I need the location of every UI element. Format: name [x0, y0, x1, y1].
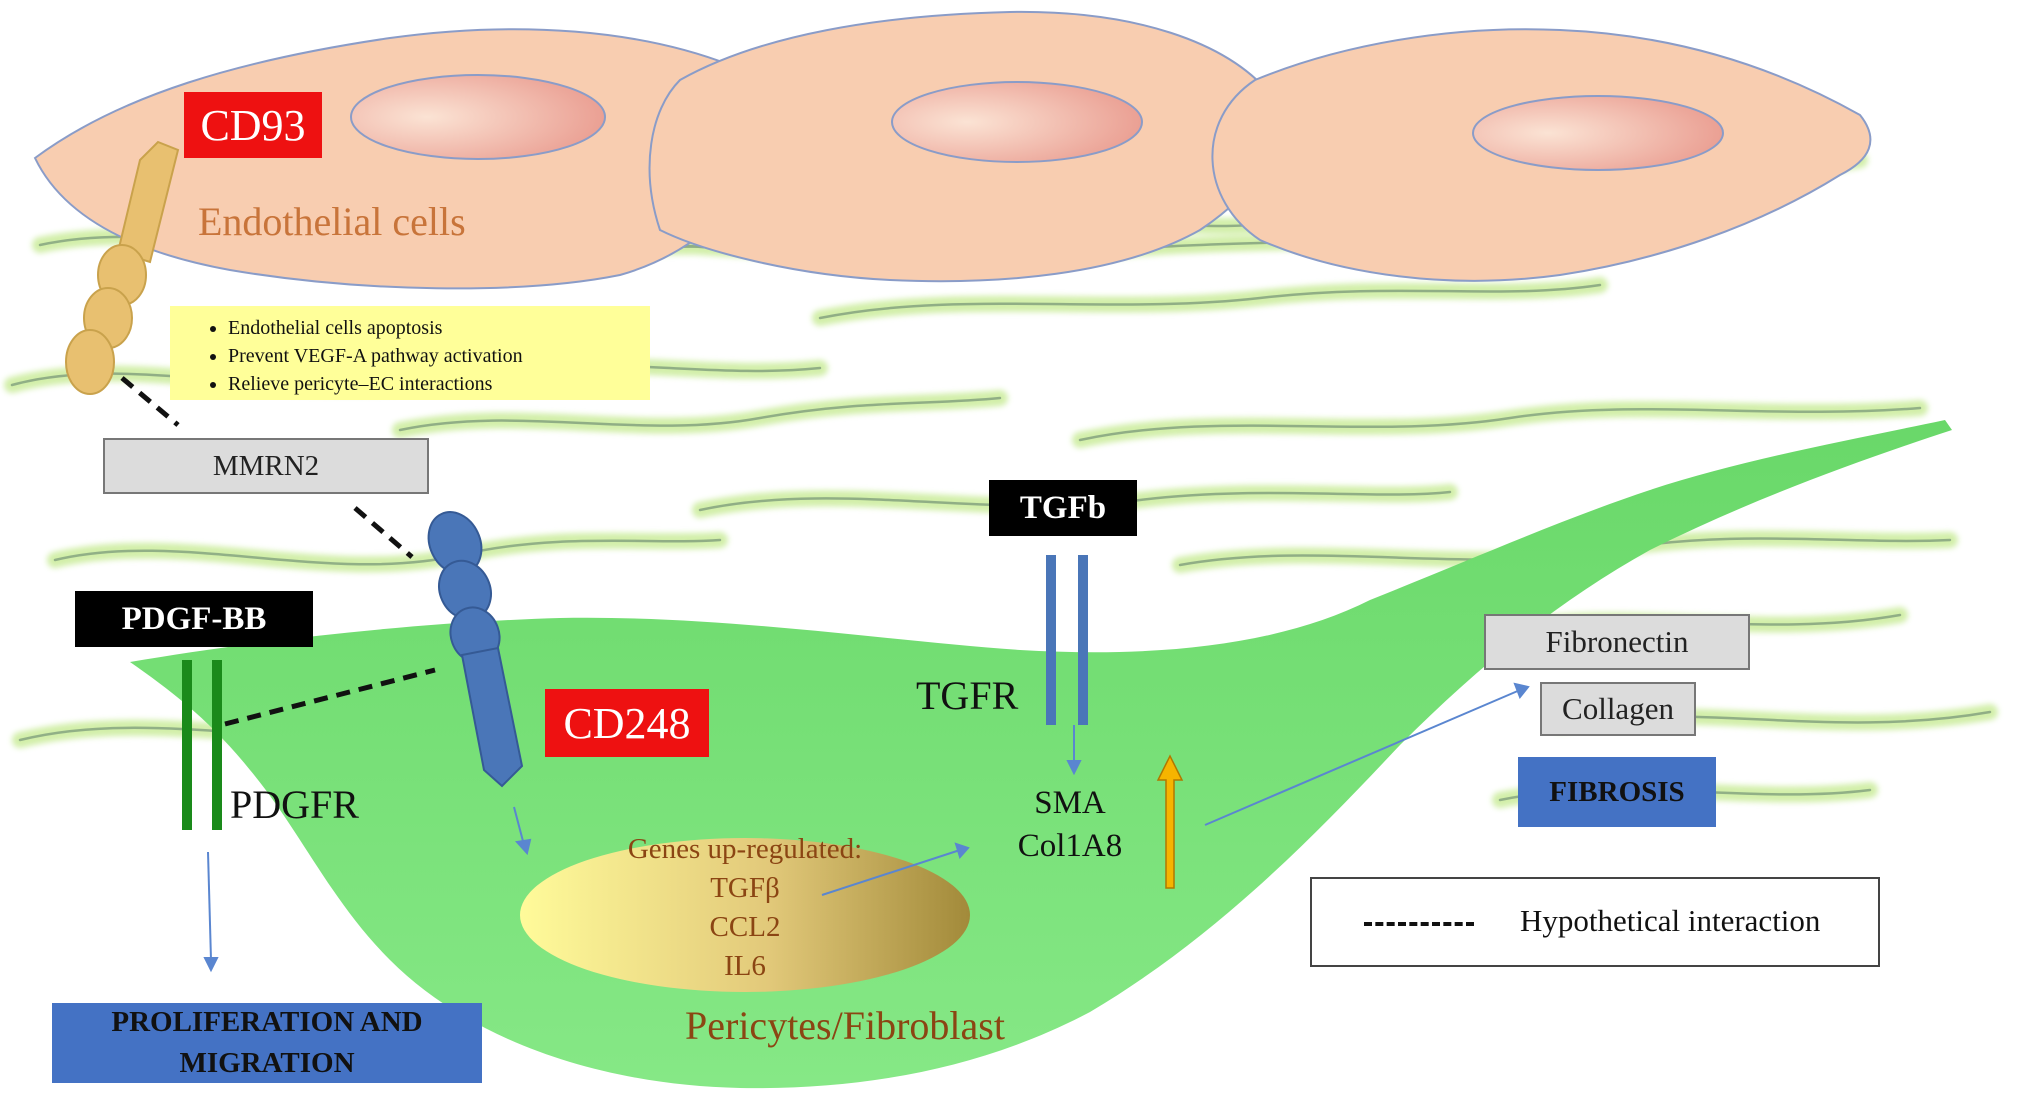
- proliferation-migration-label: PROLIFERATION AND MIGRATION: [52, 1003, 482, 1083]
- legend: Hypothetical interaction: [1310, 877, 1880, 967]
- tgfr-receptor: [1046, 555, 1088, 725]
- signaling-arrows: [203, 682, 1530, 973]
- pdgf-bb-label: PDGF-BB: [75, 591, 313, 647]
- fibrosis-label: FIBROSIS: [1518, 757, 1716, 827]
- upregulated-genes: Genes up-regulated: TGFβ CCL2 IL6: [555, 830, 935, 986]
- pdgfr-receptor: [182, 660, 222, 830]
- effect-item: Prevent VEGF-A pathway activation: [228, 342, 650, 370]
- mmrn2-label: MMRN2: [103, 438, 429, 494]
- fibronectin-label: Fibronectin: [1484, 614, 1750, 670]
- marker-item: Col1A8: [1017, 828, 1123, 864]
- cd93-effects-list: Endothelial cells apoptosis Prevent VEGF…: [170, 306, 650, 400]
- nucleus-3: [1472, 95, 1724, 171]
- effect-item: Endothelial cells apoptosis: [228, 314, 650, 342]
- nucleus-1: [350, 74, 606, 160]
- legend-label: Hypothetical interaction: [1520, 903, 1821, 938]
- nucleus-2: [891, 81, 1143, 163]
- fibrotic-markers: SMA Col1A8: [985, 782, 1155, 868]
- cd93-receptor: [65, 140, 180, 395]
- marker-item: SMA: [1034, 785, 1106, 821]
- collagen-label: Collagen: [1540, 682, 1696, 736]
- effect-item: Relieve pericyte–EC interactions: [228, 370, 650, 398]
- tgfb-label: TGFb: [989, 480, 1137, 536]
- cd248-label: CD248: [545, 689, 709, 757]
- pdgfr-label: PDGFR: [230, 782, 359, 827]
- upregulation-arrow: [1156, 754, 1184, 889]
- genes-title: Genes up-regulated:: [627, 833, 863, 865]
- tgfr-label: TGFR: [916, 673, 1019, 718]
- gene-nucleus: [520, 838, 970, 992]
- gene-item: IL6: [724, 950, 766, 982]
- gene-item: TGFβ: [710, 872, 780, 904]
- cd248-receptor: [427, 511, 524, 788]
- cd93-label: CD93: [184, 92, 322, 158]
- legend-dash-line: [1364, 922, 1474, 926]
- hypothetical-interaction-lines: [120, 376, 436, 727]
- gene-item: CCL2: [709, 911, 781, 943]
- pericytes-fibroblast-label: Pericytes/Fibroblast: [685, 1003, 1005, 1048]
- endothelial-cells-label: Endothelial cells: [198, 199, 466, 244]
